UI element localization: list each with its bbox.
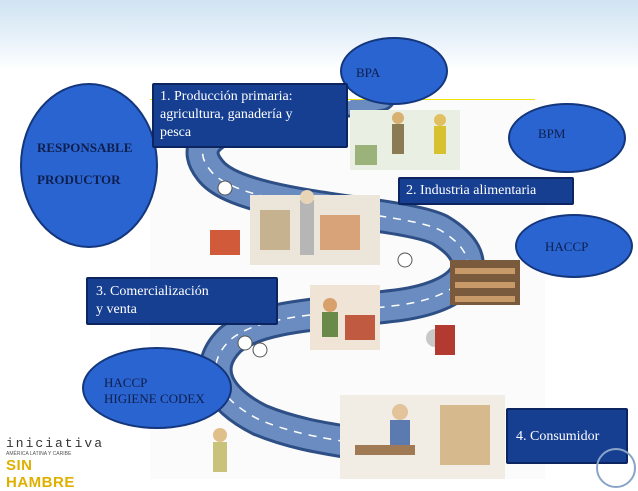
stage-1-line3: pesca — [160, 125, 192, 140]
stage-2-label: 2. Industria alimentaria — [406, 183, 537, 198]
thumbs-up-icons — [217, 180, 413, 358]
haccp-codex-line1: HACCP — [104, 375, 148, 390]
thumbs-up-icon — [252, 342, 268, 358]
logo-word: iniciativa — [6, 436, 105, 451]
haccp-label: HACCP — [545, 239, 589, 254]
bpm-label: BPM — [538, 126, 566, 141]
bpa-ellipse: BPA — [340, 37, 448, 105]
thumbs-up-icon — [217, 180, 233, 196]
bpa-label: BPA — [356, 65, 381, 80]
haccp-codex-ellipse: HACCP HIGIENE CODEX — [82, 347, 232, 429]
stage-1-line1: 1. Producción primaria: — [160, 89, 293, 104]
industry-scene — [210, 190, 380, 265]
market-scene — [310, 285, 455, 355]
stage-2-industria-box: 2. Industria alimentaria — [398, 177, 574, 205]
thumbs-up-icon — [397, 252, 413, 268]
stage-3-comercializacion-box: 3. Comercialización y venta — [86, 277, 278, 325]
haccp-codex-line2: HIGIENE CODEX — [104, 391, 205, 406]
logo-subtitle: AMÉRICA LATINA Y CARIBE — [6, 451, 72, 457]
haccp-codex-text: HACCP HIGIENE CODEX — [104, 375, 205, 407]
iniciativa-sin-hambre-logo: iniciativa AMÉRICA LATINA Y CARIBE SIN H… — [4, 436, 102, 491]
stage-1-produccion-box: 1. Producción primaria: agricultura, gan… — [152, 83, 348, 148]
top-band — [0, 0, 638, 70]
road-center-line — [201, 100, 469, 461]
responsable-productor-ellipse: RESPONSABLE PRODUCTOR — [20, 83, 158, 248]
thumbs-up-icon — [237, 335, 253, 351]
bpm-ellipse: BPM — [508, 103, 626, 173]
stage-4-label: 4. Consumidor — [516, 429, 600, 444]
responsable-productor-text: RESPONSABLE PRODUCTOR — [37, 140, 132, 188]
stage-3-line2: y venta — [96, 302, 137, 317]
haccp-ellipse: HACCP — [515, 214, 633, 278]
fao-seal-icon — [596, 448, 636, 488]
farmers-scene — [350, 110, 460, 170]
food-chain-road-illustration — [150, 100, 545, 479]
stage-3-line1: 3. Comercialización — [96, 284, 209, 299]
stage-1-line2: agricultura, ganadería y — [160, 107, 293, 122]
warehouse-scene — [450, 260, 520, 305]
logo-name: SIN HAMBRE — [6, 457, 75, 491]
responsable-label: RESPONSABLE — [37, 140, 133, 155]
productor-label: PRODUCTOR — [37, 172, 121, 187]
stage-4-consumidor-box: 4. Consumidor — [506, 408, 628, 464]
consumer-scene — [213, 395, 505, 479]
